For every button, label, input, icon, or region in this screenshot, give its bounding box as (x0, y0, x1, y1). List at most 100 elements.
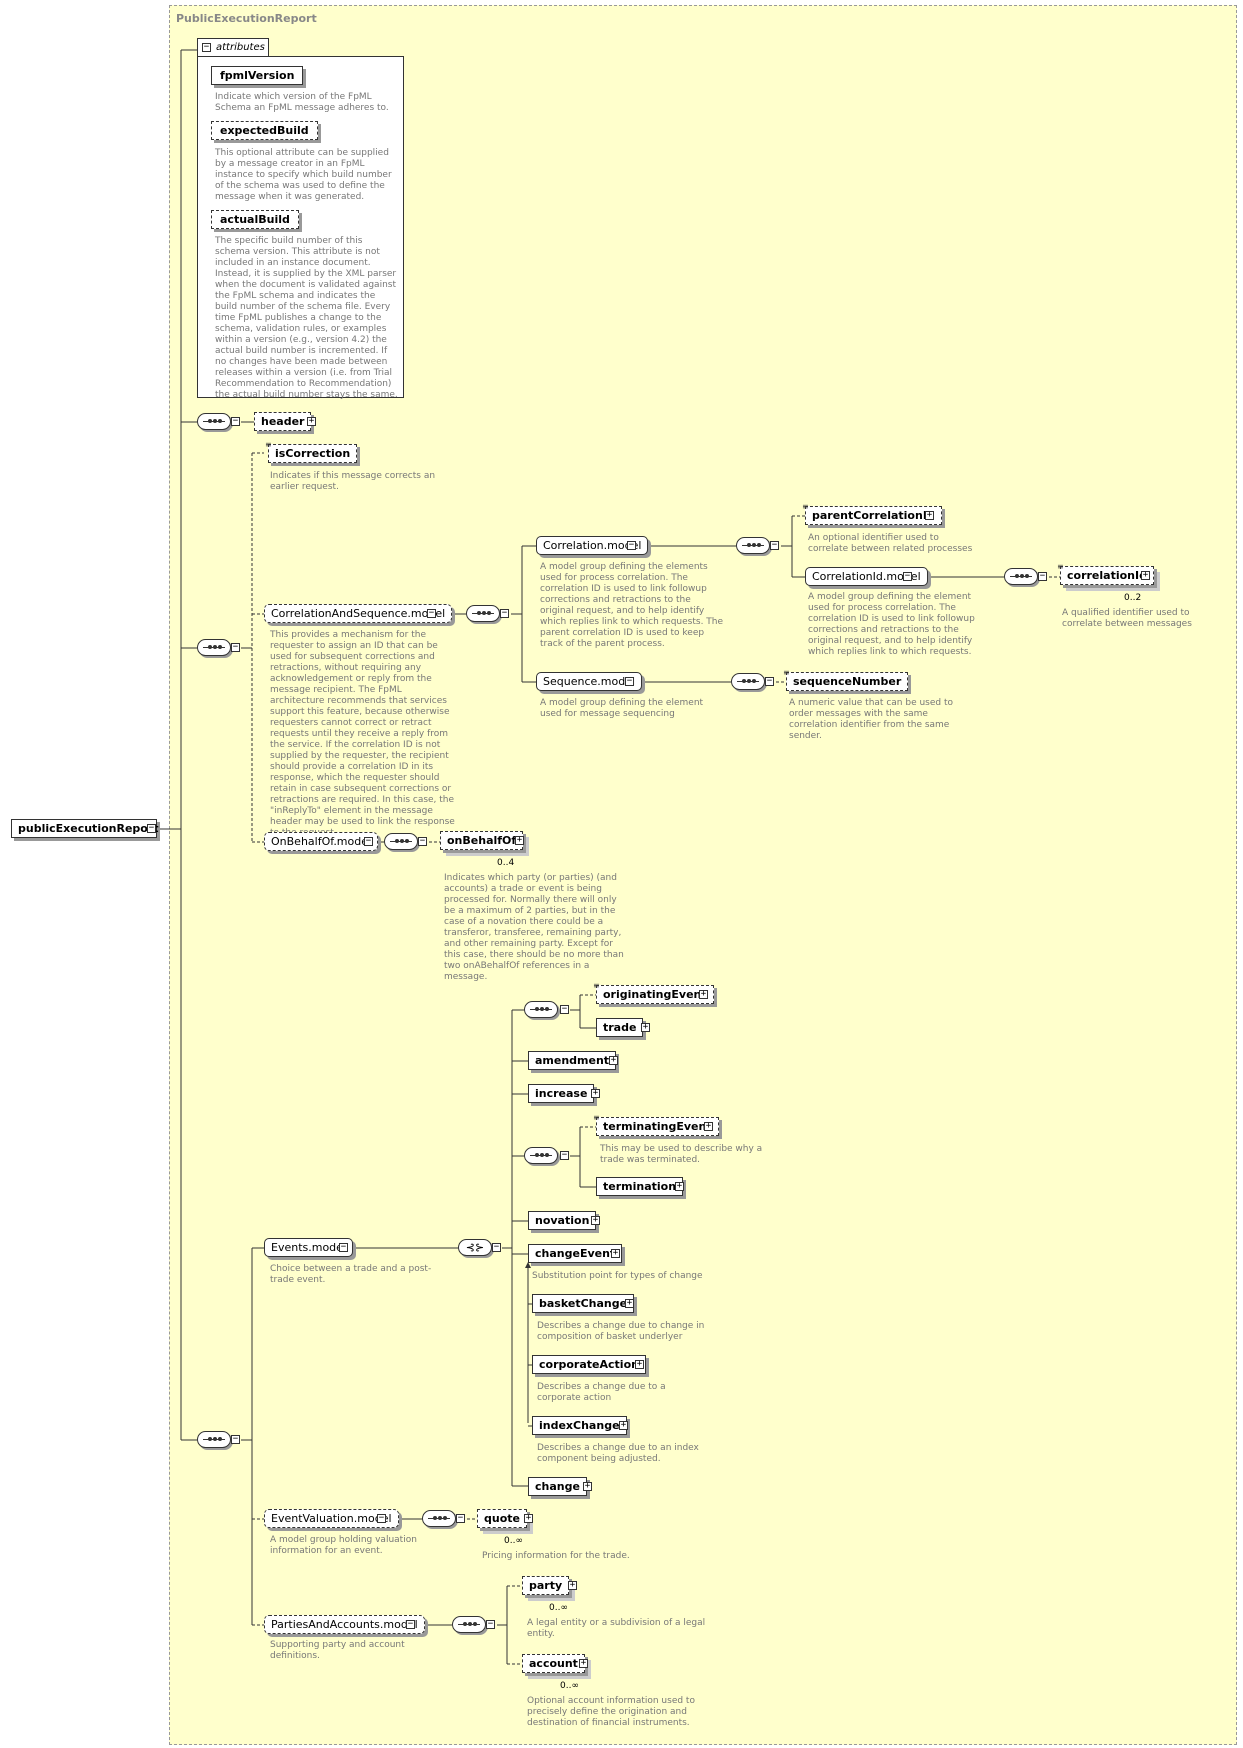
collapse-icon[interactable]: − (560, 1004, 569, 1014)
collapse-icon[interactable]: − (765, 676, 774, 686)
events-model[interactable]: Events.model (264, 1238, 353, 1257)
sequence-compositor[interactable] (197, 413, 231, 430)
correlationid-desc: A qualified identifier used to correlate… (1062, 608, 1192, 629)
parentcorrelationid-element[interactable]: parentCorrelationId (805, 506, 942, 525)
corporateaction-desc: Describes a change due to a corporate ac… (537, 1382, 666, 1403)
sequence-compositor[interactable] (524, 1147, 558, 1164)
collapse-icon[interactable]: − (427, 608, 436, 618)
collapse-icon[interactable]: − (560, 1150, 569, 1160)
collapse-icon[interactable]: − (231, 416, 240, 426)
correlationid-model-desc: A model group defining the element used … (808, 592, 975, 657)
attr-expectedbuild[interactable]: expectedBuild (211, 121, 318, 140)
onbehalfof-model[interactable]: OnBehalfOf.model (264, 832, 379, 851)
collapse-icon[interactable]: − (500, 608, 509, 618)
novation-element[interactable]: novation (528, 1211, 597, 1230)
sequence-compositor[interactable] (524, 1001, 558, 1018)
collapse-icon[interactable]: − (418, 836, 427, 846)
iscorrection-element[interactable]: isCorrection (268, 444, 358, 463)
expand-icon[interactable]: + (609, 1055, 618, 1065)
quote-element[interactable]: quote (477, 1509, 527, 1528)
sequence-compositor[interactable] (384, 833, 418, 850)
collapse-icon[interactable]: − (377, 1513, 386, 1523)
expand-icon[interactable]: + (699, 989, 708, 999)
expand-icon[interactable]: + (579, 1658, 588, 1668)
expand-icon[interactable]: + (583, 1481, 592, 1491)
sequence-compositor[interactable] (422, 1510, 456, 1527)
eventvaluation-model[interactable]: EventValuation.model (264, 1509, 399, 1528)
collapse-icon[interactable]: − (231, 1434, 240, 1444)
collapse-icon[interactable]: − (903, 571, 912, 581)
termination-element[interactable]: termination (596, 1177, 684, 1196)
expand-icon[interactable]: + (925, 510, 934, 520)
correlation-model[interactable]: Correlation.model (536, 536, 649, 555)
attr-fpmlversion[interactable]: fpmlVersion (211, 66, 304, 85)
indexchange-element[interactable]: indexChange (532, 1416, 627, 1435)
attributes-tab[interactable]: − attributes (197, 38, 269, 57)
quote-desc: Pricing information for the trade. (482, 1551, 630, 1561)
change-element[interactable]: change (528, 1477, 587, 1496)
expand-icon[interactable]: + (307, 416, 316, 426)
collapse-icon[interactable]: − (627, 540, 636, 550)
correlationid-model[interactable]: CorrelationId.model (805, 567, 928, 586)
collapse-icon[interactable]: − (770, 540, 779, 550)
basketchange-element[interactable]: basketChange (532, 1294, 635, 1313)
expand-icon[interactable]: + (611, 1248, 620, 1258)
terminatingevent-element[interactable]: terminatingEvent (596, 1117, 719, 1136)
trade-element[interactable]: trade (596, 1018, 644, 1037)
onbehalfof-cardinality: 0..4 (497, 858, 515, 868)
collapse-icon[interactable]: − (625, 676, 634, 686)
choice-compositor[interactable]: ⊰⊱ (458, 1239, 492, 1256)
party-element[interactable]: party (522, 1576, 570, 1595)
sequence-compositor[interactable] (452, 1616, 486, 1633)
sequencenumber-element[interactable]: sequenceNumber (786, 672, 909, 691)
expand-icon[interactable]: + (515, 835, 524, 845)
corporateaction-element[interactable]: corporateAction (532, 1355, 646, 1374)
expand-icon[interactable]: + (635, 1359, 644, 1369)
expand-icon[interactable]: + (1141, 570, 1150, 580)
expand-icon[interactable]: + (524, 1513, 533, 1523)
increase-element[interactable]: increase (528, 1084, 595, 1103)
collapse-icon[interactable]: − (456, 1513, 465, 1523)
collapse-icon[interactable]: − (339, 1242, 348, 1252)
expand-icon[interactable]: + (619, 1420, 628, 1430)
sequence-compositor[interactable] (197, 639, 231, 656)
party-desc: A legal entity or a subdivision of a leg… (527, 1618, 706, 1639)
account-element[interactable]: account (522, 1654, 585, 1673)
sequence-compositor[interactable] (1004, 568, 1038, 585)
expand-icon[interactable]: + (675, 1181, 684, 1191)
sequence-model[interactable]: Sequence.model (536, 672, 643, 691)
sequence-compositor[interactable] (731, 673, 765, 690)
expand-icon[interactable]: + (591, 1215, 600, 1225)
correlationandsequence-model[interactable]: CorrelationAndSequence.model (264, 604, 453, 623)
collapse-icon[interactable]: − (406, 1619, 415, 1629)
header-element[interactable]: header (254, 412, 312, 431)
collapse-icon[interactable]: − (202, 42, 211, 52)
sequence-compositor[interactable] (197, 1431, 231, 1448)
account-desc: Optional account information used to pre… (527, 1696, 695, 1728)
collapse-icon[interactable]: − (364, 836, 373, 846)
onbehalfof-element[interactable]: onBehalfOf (440, 831, 524, 850)
partiesandaccounts-model[interactable]: PartiesAndAccounts.model (264, 1615, 425, 1634)
collapse-icon[interactable]: − (231, 642, 240, 652)
collapse-icon[interactable]: − (492, 1242, 501, 1252)
root-element[interactable]: publicExecutionReport (11, 819, 159, 838)
attr-actualbuild[interactable]: actualBuild (211, 210, 299, 229)
expand-icon[interactable]: + (591, 1088, 600, 1098)
onbehalfof-desc: Indicates which party (or parties) (and … (444, 873, 624, 982)
collapse-icon[interactable]: − (147, 823, 156, 833)
amendment-element[interactable]: amendment (528, 1051, 617, 1070)
expand-icon[interactable]: + (641, 1022, 650, 1032)
expand-icon[interactable]: + (625, 1298, 634, 1308)
expand-icon[interactable]: + (568, 1580, 577, 1590)
expand-icon[interactable]: + (704, 1121, 713, 1131)
correlationid-element[interactable]: correlationId (1060, 566, 1154, 585)
sequence-compositor[interactable] (736, 537, 770, 554)
sequence-compositor[interactable] (466, 605, 500, 622)
originatingevent-element[interactable]: originatingEvent (596, 985, 714, 1004)
changeevent-element[interactable]: changeEvent (528, 1244, 623, 1263)
collapse-icon[interactable]: − (1038, 571, 1047, 581)
text-type-icon: ≡ (1057, 562, 1064, 571)
party-cardinality: 0..∞ (549, 1603, 568, 1613)
attr-actualbuild-desc: The specific build number of this schema… (215, 236, 398, 400)
collapse-icon[interactable]: − (486, 1619, 495, 1629)
